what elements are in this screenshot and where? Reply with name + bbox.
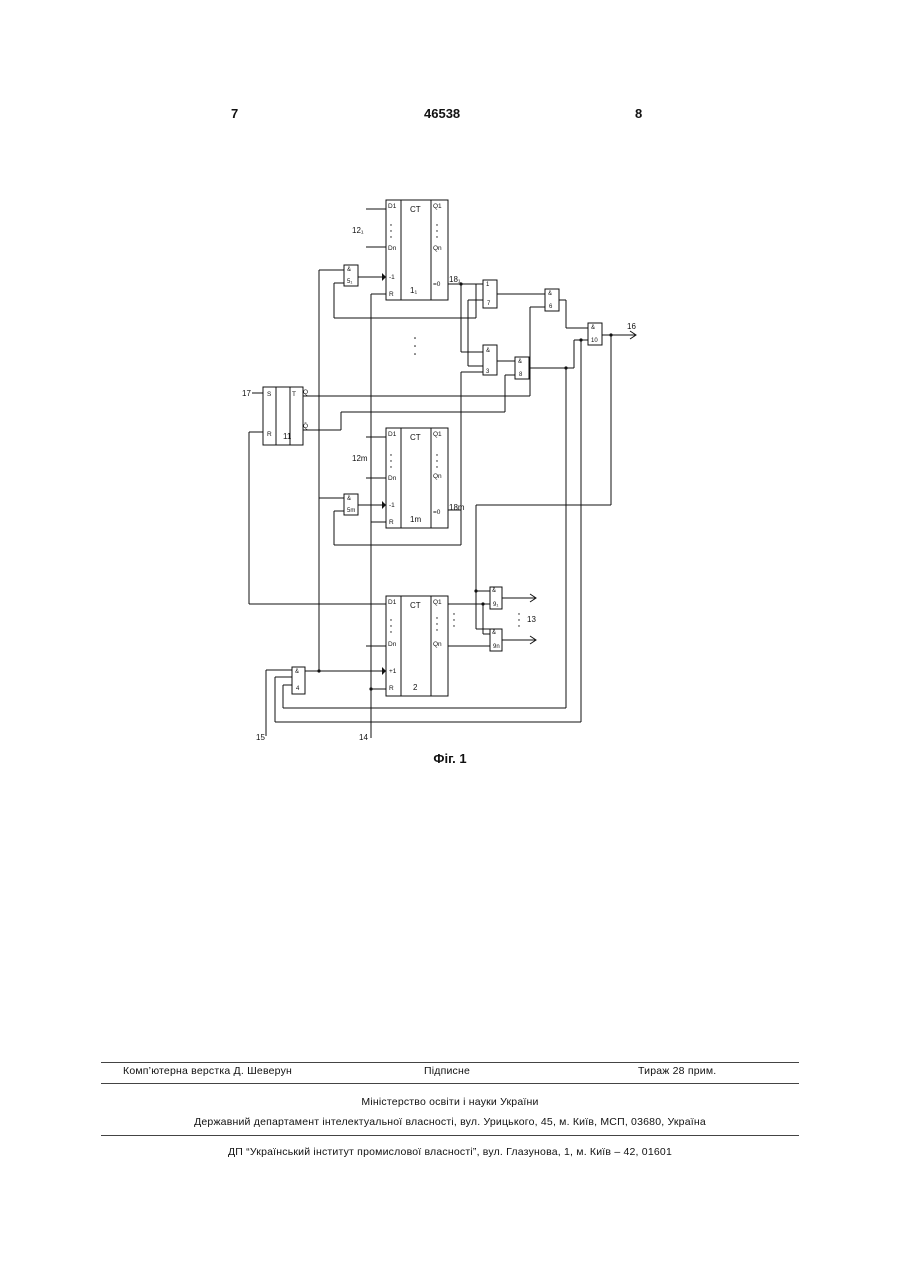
- footer-layout-credit: Комп’ютерна верстка Д. Шеверун: [123, 1065, 292, 1077]
- svg-text:=0: =0: [433, 281, 441, 288]
- svg-text:R: R: [389, 291, 394, 298]
- svg-text:Q̄: Q̄: [303, 422, 308, 430]
- svg-text:11: 11: [283, 432, 292, 441]
- svg-text:Dn: Dn: [388, 641, 397, 648]
- svg-text:&: &: [518, 359, 522, 365]
- svg-text:CT: CT: [410, 601, 421, 610]
- footer-top-rule: [101, 1062, 799, 1063]
- svg-text:R: R: [267, 431, 272, 438]
- footer-department: Державний департамент інтелектуальної вл…: [0, 1116, 900, 1128]
- figure-caption: Фіг. 1: [0, 751, 900, 766]
- svg-text:3: 3: [486, 369, 490, 375]
- svg-text:9₁: 9₁: [493, 602, 498, 608]
- bus-12-1-label: 12₁: [352, 226, 364, 235]
- svg-text:D1: D1: [388, 599, 397, 606]
- footer-signed: Підписне: [424, 1065, 470, 1077]
- svg-text:9n: 9n: [493, 644, 500, 650]
- svg-text:D1: D1: [388, 431, 397, 438]
- svg-text:Q1: Q1: [433, 203, 442, 210]
- svg-text:CT: CT: [410, 205, 421, 214]
- svg-text:D1: D1: [388, 203, 397, 210]
- svg-text:&: &: [492, 588, 496, 594]
- svg-text:6: 6: [549, 304, 553, 310]
- svg-text:Q1: Q1: [433, 431, 442, 438]
- bus-12-m-label: 12m: [352, 454, 368, 463]
- svg-text:Qn: Qn: [433, 473, 442, 480]
- svg-text:Qn: Qn: [433, 641, 442, 648]
- svg-text:-1: -1: [389, 274, 395, 281]
- output-16-label: 16: [627, 322, 636, 331]
- svg-text:Dn: Dn: [388, 475, 397, 482]
- svg-text:Q1: Q1: [433, 599, 442, 606]
- input-14-label: 14: [359, 733, 368, 742]
- footer-bottom-rule: [101, 1135, 799, 1136]
- output-18-1-label: 18₁: [449, 275, 461, 284]
- svg-text:=0: =0: [433, 509, 441, 516]
- input-17-label: 17: [242, 389, 251, 398]
- svg-text:&: &: [591, 325, 595, 331]
- svg-text:Q: Q: [303, 389, 308, 396]
- svg-text:+1: +1: [389, 668, 397, 675]
- svg-text:4: 4: [296, 686, 300, 692]
- svg-text:2: 2: [413, 683, 418, 692]
- svg-text:&: &: [486, 348, 490, 354]
- svg-text:10: 10: [591, 338, 598, 344]
- svg-text:5m: 5m: [347, 508, 355, 514]
- footer-circulation: Тираж 28 прим.: [638, 1065, 716, 1077]
- svg-text:&: &: [347, 267, 351, 273]
- output-18-m-label: 18m: [449, 503, 465, 512]
- svg-text:&: &: [295, 669, 299, 675]
- svg-text:R: R: [389, 685, 394, 692]
- svg-text:T: T: [292, 391, 296, 398]
- svg-text:1₁: 1₁: [410, 286, 417, 295]
- svg-text:7: 7: [487, 301, 491, 307]
- input-15-label: 15: [256, 733, 265, 742]
- svg-text:-1: -1: [389, 502, 395, 509]
- svg-text:CT: CT: [410, 433, 421, 442]
- svg-text:&: &: [492, 630, 496, 636]
- svg-text:5₁: 5₁: [347, 279, 352, 285]
- svg-text:1: 1: [486, 282, 490, 288]
- svg-text:8: 8: [519, 372, 523, 378]
- svg-text:Dn: Dn: [388, 245, 397, 252]
- svg-text:R: R: [389, 519, 394, 526]
- outputs-13-label: 13: [527, 615, 536, 624]
- circuit-diagram: D1Dn-1R Q1Qn=0 D1Dn-1R Q1Qn=0 D1Dn+1R Q1…: [0, 0, 900, 800]
- svg-text:&: &: [347, 496, 351, 502]
- svg-text:Qn: Qn: [433, 245, 442, 252]
- svg-text:S: S: [267, 391, 272, 398]
- svg-text:&: &: [548, 291, 552, 297]
- footer-middle-rule: [101, 1083, 799, 1084]
- footer-institute: ДП “Український інститут промислової вла…: [0, 1146, 900, 1158]
- svg-text:1m: 1m: [410, 515, 421, 524]
- footer-ministry: Міністерство освіти і науки України: [0, 1096, 900, 1108]
